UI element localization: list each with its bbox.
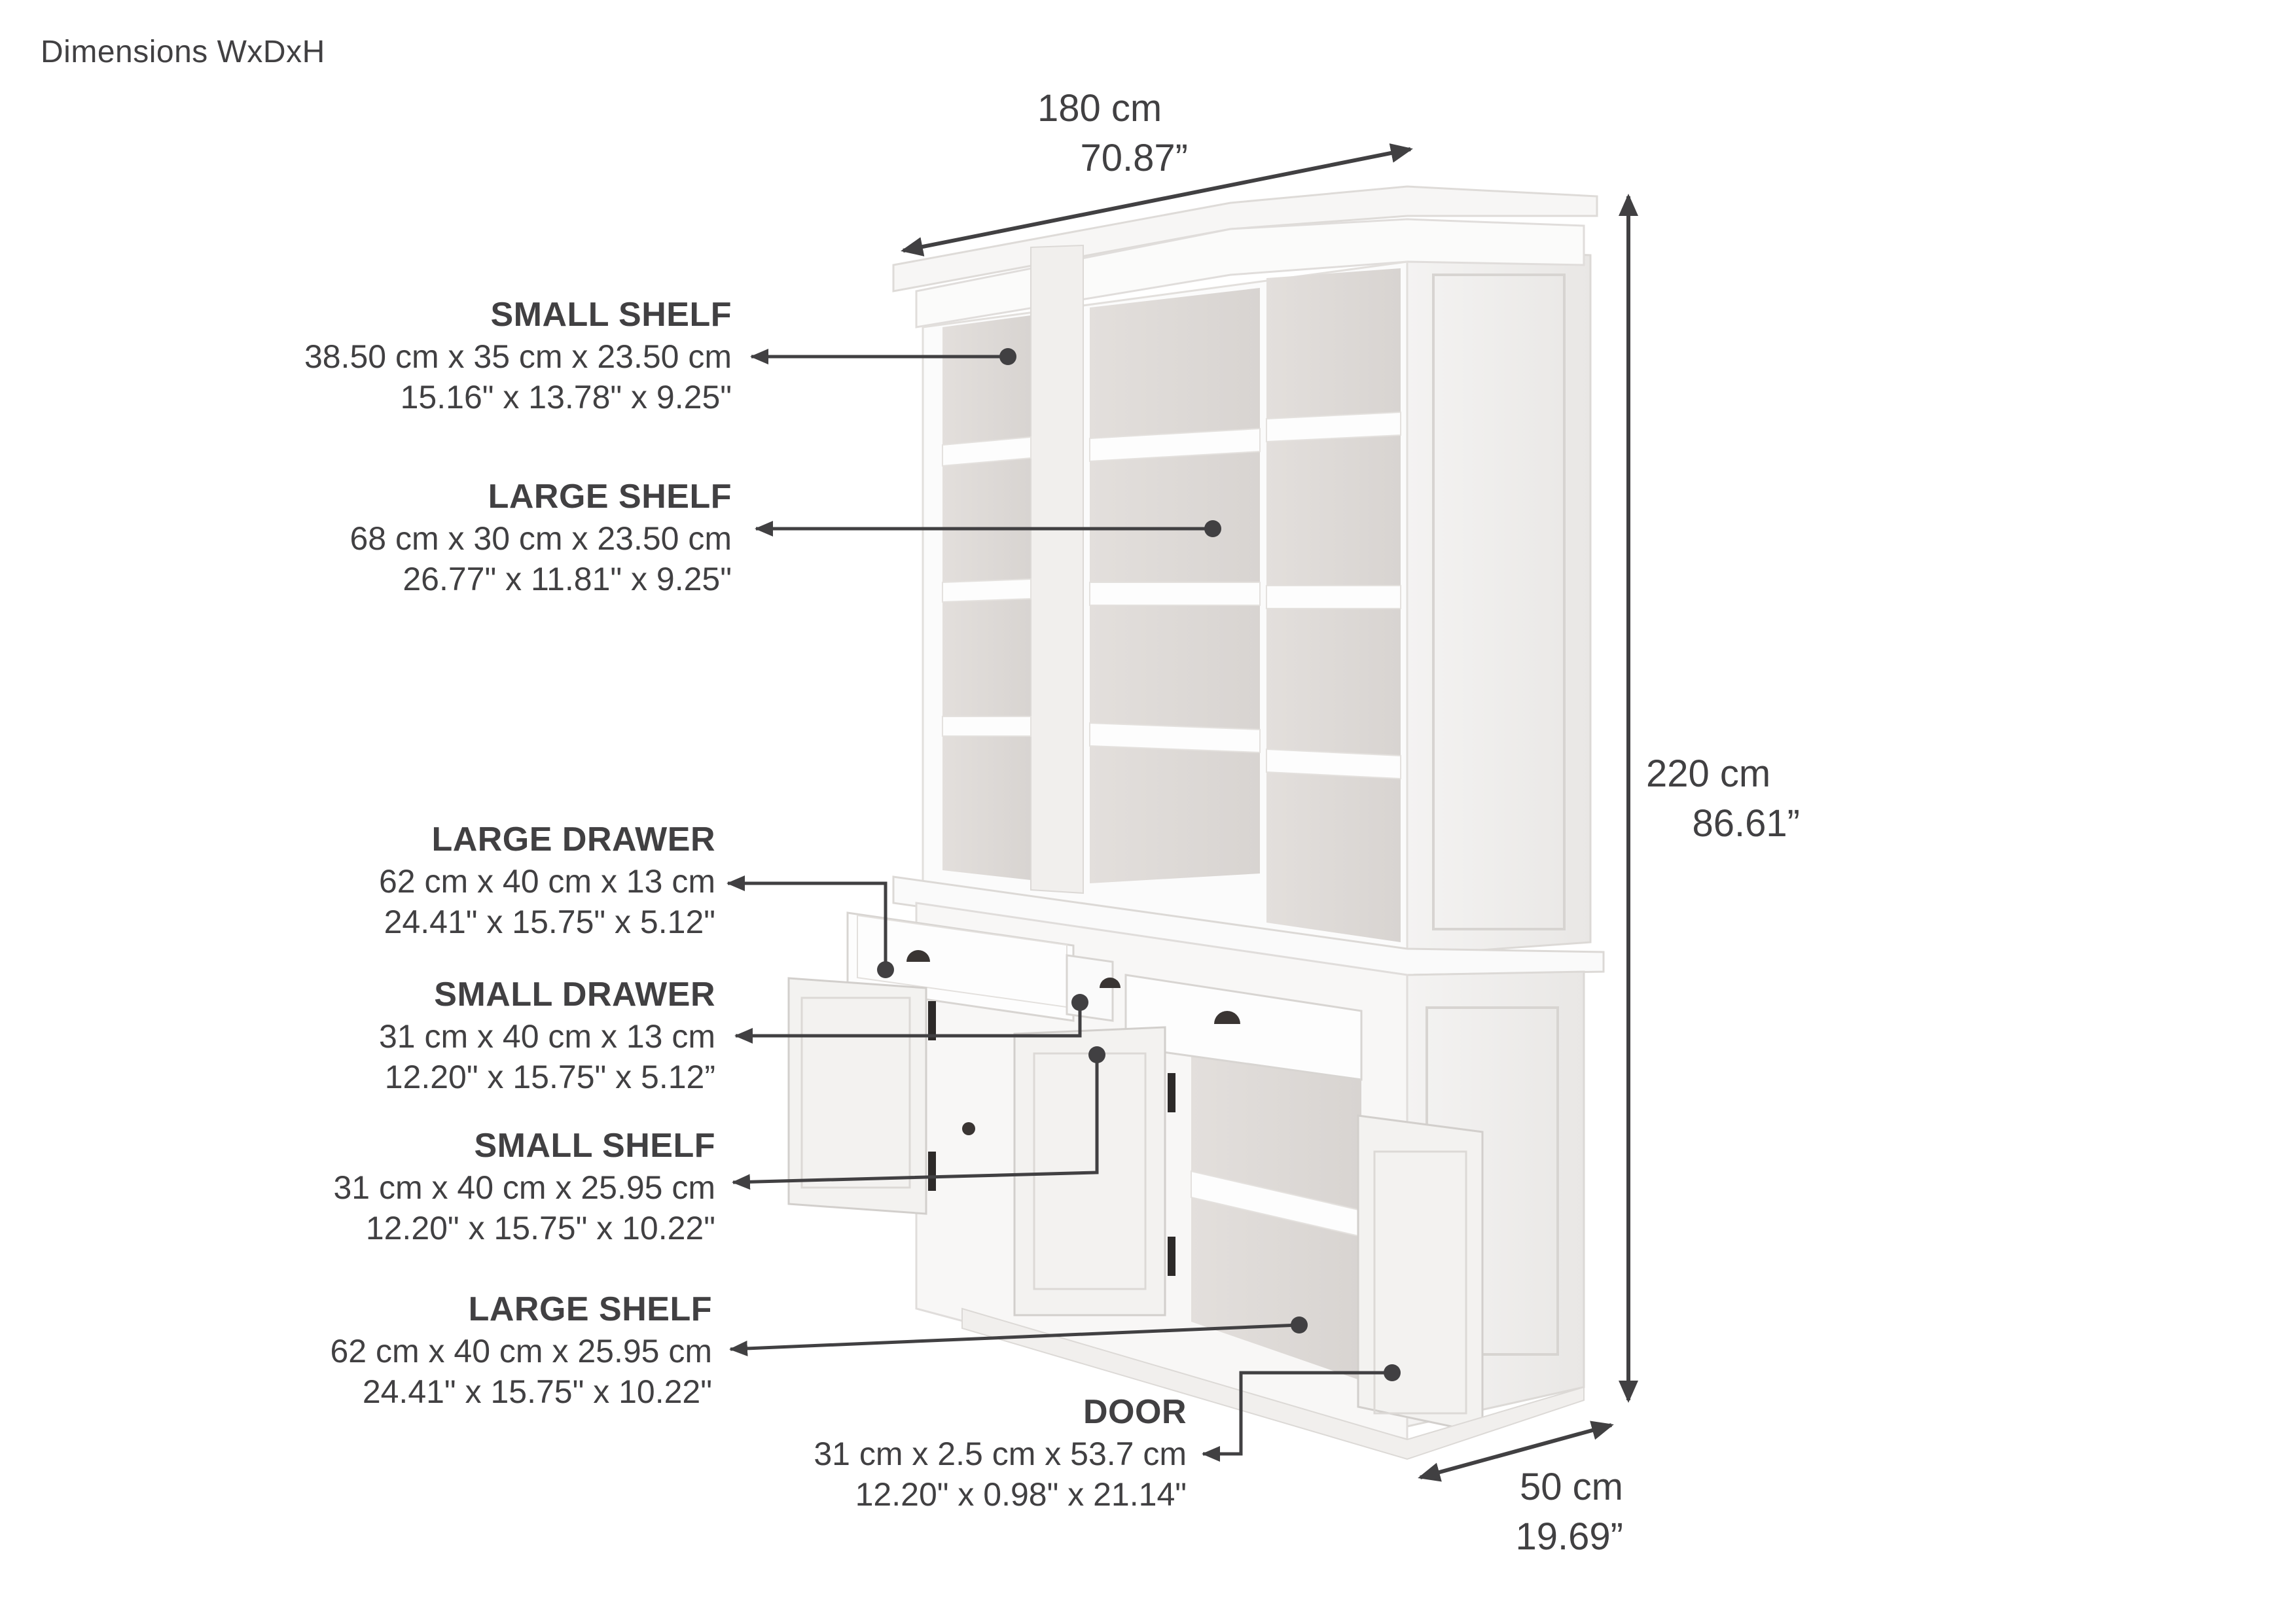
callout-imperial: 26.77" x 11.81" x 9.25"	[403, 561, 732, 597]
callout-metric: 31 cm x 40 cm x 25.95 cm	[333, 1169, 715, 1206]
callout-name: SMALL SHELF	[474, 1127, 715, 1165]
callout-large-drawer: LARGE DRAWER 62 cm x 40 cm x 13 cm 24.41…	[379, 818, 715, 942]
leader-lines	[726, 349, 1392, 1462]
height-metric: 220 cm	[1646, 752, 1771, 795]
depth-dimension: 50 cm 19.69”	[1492, 1462, 1623, 1562]
callout-name: SMALL DRAWER	[434, 976, 715, 1014]
callout-metric: 68 cm x 30 cm x 23.50 cm	[350, 520, 732, 557]
callout-metric: 38.50 cm x 35 cm x 23.50 cm	[304, 338, 732, 375]
callout-name: LARGE DRAWER	[431, 821, 715, 858]
depth-arrow	[1418, 1421, 1614, 1482]
callout-name: DOOR	[1083, 1393, 1187, 1431]
height-imperial: 86.61”	[1692, 802, 1800, 845]
callout-name: LARGE SHELF	[488, 478, 732, 516]
callout-large-shelf-upper: LARGE SHELF 68 cm x 30 cm x 23.50 cm 26.…	[350, 475, 732, 599]
width-metric: 180 cm	[1037, 87, 1162, 130]
callout-imperial: 12.20" x 0.98" x 21.14"	[855, 1476, 1187, 1513]
lower-sideboard	[787, 875, 1605, 1460]
width-imperial: 70.87”	[1080, 137, 1188, 179]
callout-imperial: 24.41" x 15.75" x 5.12"	[384, 904, 715, 940]
callout-name: LARGE SHELF	[468, 1290, 712, 1328]
callout-metric: 62 cm x 40 cm x 13 cm	[378, 863, 715, 900]
callout-large-shelf-lower: LARGE SHELF 62 cm x 40 cm x 25.95 cm 24.…	[330, 1288, 712, 1412]
depth-metric: 50 cm	[1520, 1466, 1623, 1508]
callout-metric: 62 cm x 40 cm x 25.95 cm	[330, 1333, 712, 1369]
callout-small-shelf-upper: SMALL SHELF 38.50 cm x 35 cm x 23.50 cm …	[304, 293, 732, 417]
diagram-title: Dimensions WxDxH	[41, 35, 325, 69]
callout-name: SMALL SHELF	[490, 296, 732, 334]
depth-imperial: 19.69”	[1515, 1515, 1623, 1558]
callout-metric: 31 cm x 40 cm x 13 cm	[378, 1018, 715, 1055]
callout-imperial: 24.41" x 15.75" x 10.22"	[362, 1373, 712, 1410]
callout-imperial: 12.20" x 15.75" x 10.22"	[365, 1210, 715, 1246]
callout-small-drawer: SMALL DRAWER 31 cm x 40 cm x 13 cm 12.20…	[379, 973, 715, 1097]
callout-door: DOOR 31 cm x 2.5 cm x 53.7 cm 12.20" x 0…	[814, 1390, 1187, 1515]
callout-imperial: 15.16" x 13.78" x 9.25"	[400, 379, 732, 415]
callout-small-shelf-lower: SMALL SHELF 31 cm x 40 cm x 25.95 cm 12.…	[333, 1124, 715, 1248]
callout-imperial: 12.20" x 15.75" x 5.12”	[384, 1059, 715, 1095]
width-dimension: 180 cm 70.87”	[1037, 84, 1188, 183]
height-dimension: 220 cm 86.61”	[1646, 749, 1800, 849]
upper-hutch	[892, 185, 1598, 963]
callout-metric: 31 cm x 2.5 cm x 53.7 cm	[814, 1436, 1187, 1472]
width-arrow	[901, 143, 1413, 256]
leader-dots	[877, 348, 1401, 1381]
